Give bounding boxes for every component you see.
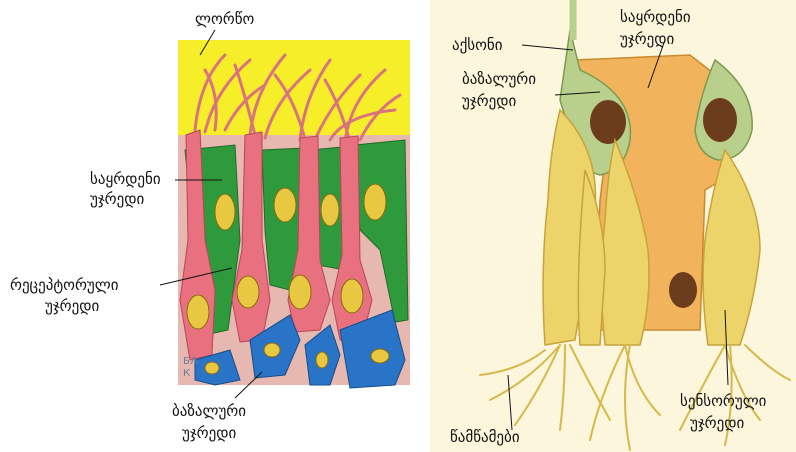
- faint-text-line2: К: [183, 368, 190, 379]
- label-axon: აქსონი: [452, 36, 503, 55]
- label-receptor-cell-line1: რეცეპტორული: [10, 276, 118, 295]
- label-support-cell-left-line1: საყრდენი: [90, 170, 161, 189]
- label-fibers: წამწამები: [450, 428, 520, 447]
- label-basal-cell-left-line1: ბაზალური: [172, 402, 246, 421]
- mucus-layer: [178, 40, 410, 150]
- label-basal-cell-left-line2: უჯრედი: [182, 424, 236, 443]
- label-mucus: ლორწო: [195, 10, 254, 29]
- label-support-cell-left-line2: უჯრედი: [90, 190, 144, 209]
- label-support-cell-right-line2: უჯრედი: [620, 30, 674, 49]
- label-basal-cell-right-line1: ბაზალური: [462, 70, 536, 89]
- label-support-cell-right-line1: საყრდენი: [620, 8, 691, 27]
- label-receptor-cell-line2: უჯრედი: [45, 297, 99, 316]
- faint-text-line1: БЛ: [183, 356, 197, 367]
- label-basal-cell-right-line2: უჯრედი: [462, 92, 516, 111]
- label-sensory-cell-line2: უჯრედი: [690, 414, 744, 433]
- label-sensory-cell-line1: სენსორული: [680, 392, 766, 411]
